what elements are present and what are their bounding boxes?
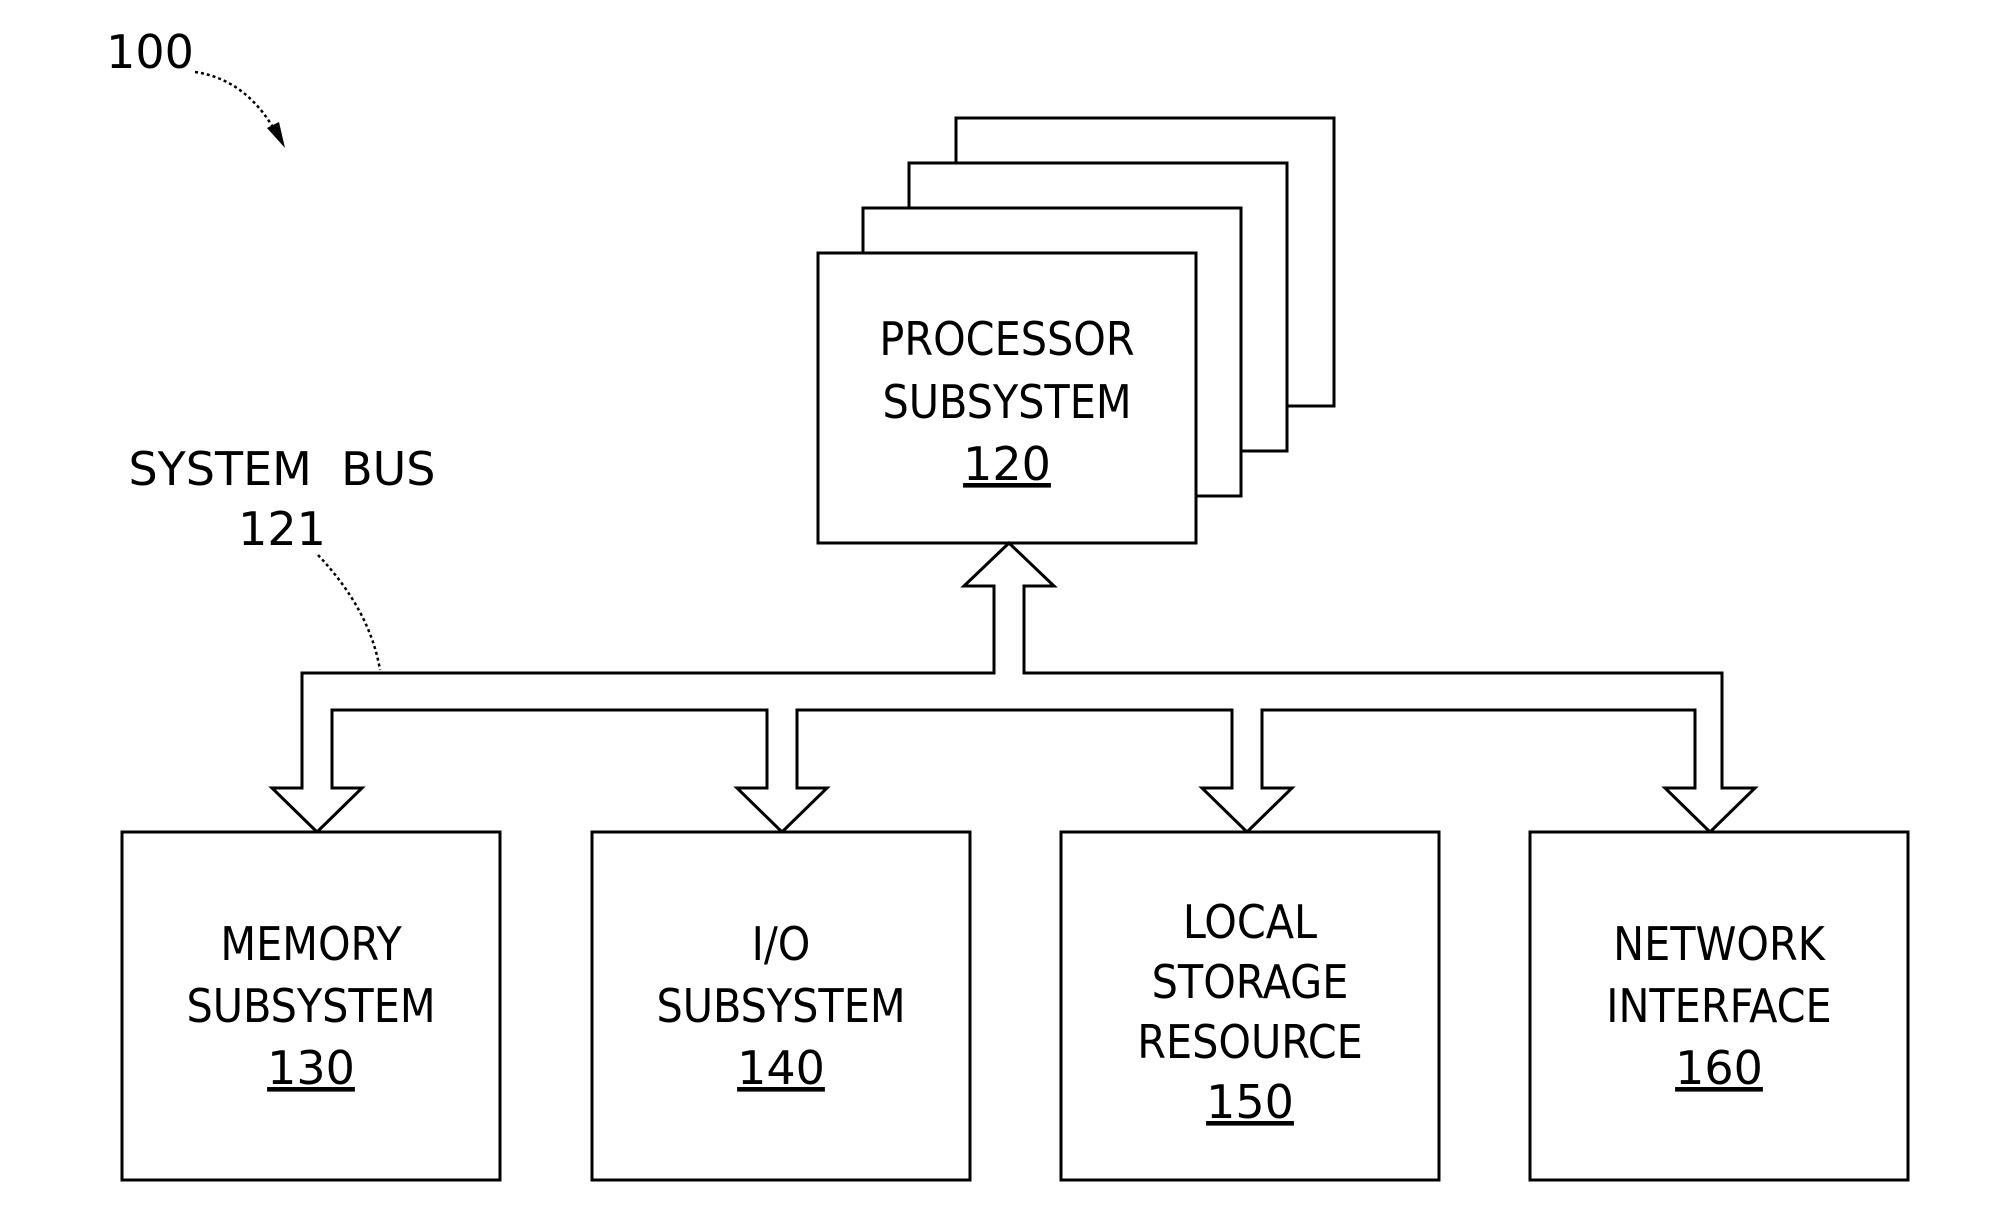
figure-number: 100 — [106, 25, 194, 79]
system-bus-outline — [272, 543, 1755, 832]
figure-leader-arrowhead — [267, 122, 285, 148]
system-bus-leader — [318, 555, 380, 670]
network-label-line1: NETWORK — [1613, 917, 1827, 971]
system-bus-label: SYSTEM BUS — [128, 442, 435, 496]
network-ref: 160 — [1675, 1041, 1763, 1095]
storage-label-line3: RESOURCE — [1137, 1015, 1363, 1069]
processor-ref: 120 — [963, 437, 1051, 491]
io-label-line1: I/O — [752, 917, 811, 971]
memory-subsystem: MEMORY SUBSYSTEM 130 — [122, 832, 500, 1180]
io-ref: 140 — [737, 1041, 825, 1095]
figure-leader — [195, 72, 280, 140]
system-bus-ref: 121 — [238, 502, 326, 556]
memory-label-line1: MEMORY — [220, 917, 402, 971]
network-label-line2: INTERFACE — [1606, 979, 1831, 1033]
io-subsystem: I/O SUBSYSTEM 140 — [592, 832, 970, 1180]
system-bus — [272, 543, 1755, 832]
memory-label-line2: SUBSYSTEM — [186, 979, 435, 1033]
storage-label-line1: LOCAL — [1183, 895, 1317, 949]
memory-ref: 130 — [267, 1041, 355, 1095]
processor-subsystem: PROCESSOR SUBSYSTEM 120 — [818, 118, 1334, 543]
storage-label-line2: STORAGE — [1152, 955, 1349, 1009]
storage-ref: 150 — [1206, 1075, 1294, 1129]
processor-label-line1: PROCESSOR — [879, 312, 1134, 366]
network-subsystem: NETWORK INTERFACE 160 — [1530, 832, 1908, 1180]
processor-label-line2: SUBSYSTEM — [882, 375, 1131, 429]
storage-subsystem: LOCAL STORAGE RESOURCE 150 — [1061, 832, 1439, 1180]
io-label-line2: SUBSYSTEM — [656, 979, 905, 1033]
